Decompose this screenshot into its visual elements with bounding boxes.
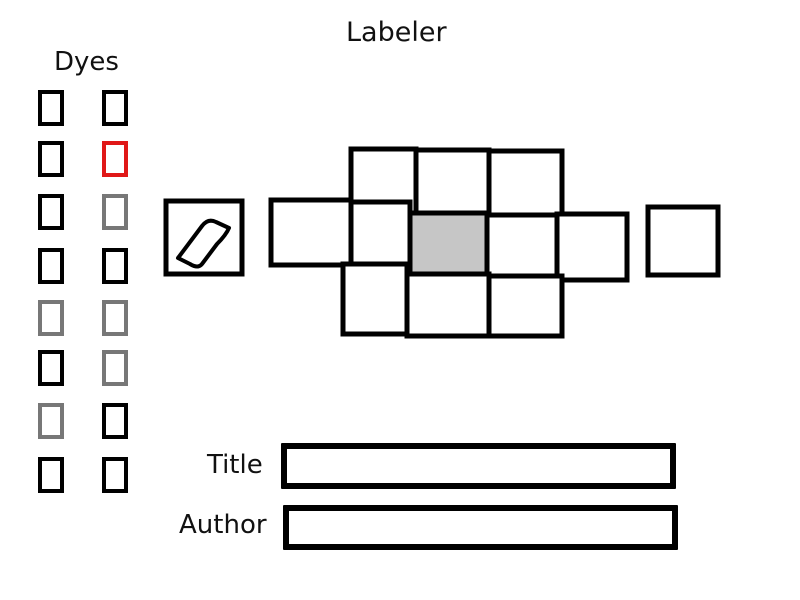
dye-slot-6[interactable] [102,194,128,230]
grid-cell-top-right[interactable] [486,148,565,218]
title-label: Title [207,450,263,480]
author-input[interactable] [283,505,678,550]
label-grid [268,146,630,339]
dye-slot-7[interactable] [38,248,64,284]
crafting-area [163,146,721,339]
grid-cell-top-center[interactable] [413,147,492,217]
dye-slot-4[interactable] [102,141,128,177]
label-item-icon [176,218,231,269]
grid-cell-far-right[interactable] [554,211,630,283]
dye-slot-16[interactable] [102,457,128,493]
dyes-heading: Dyes [54,47,119,77]
dye-slot-10[interactable] [102,300,128,336]
grid-cell-far-left[interactable] [268,197,354,268]
grid-cell-bottom-left[interactable] [340,261,410,337]
author-label: Author [179,510,267,540]
dye-slot-5[interactable] [38,194,64,230]
dye-slot-11[interactable] [38,350,64,386]
dye-slot-3[interactable] [38,141,64,177]
dye-slot-8[interactable] [102,248,128,284]
output-slot[interactable] [645,204,721,278]
dye-slot-1[interactable] [38,90,64,126]
input-item-slot[interactable] [163,198,245,277]
dye-slot-grid [36,90,146,502]
dye-slot-15[interactable] [38,457,64,493]
window-title: Labeler [346,17,447,48]
grid-cell-bottom-right[interactable] [486,273,565,339]
dye-slot-12[interactable] [102,350,128,386]
grid-cell-middle-right[interactable] [484,212,560,280]
title-input[interactable] [281,443,676,489]
dye-slot-2[interactable] [102,90,128,126]
grid-cell-center[interactable] [407,210,490,280]
dye-slot-14[interactable] [102,403,128,439]
grid-cell-bottom-center[interactable] [404,271,492,339]
grid-cell-middle-left[interactable] [348,199,413,269]
dye-slot-9[interactable] [38,300,64,336]
dye-slot-13[interactable] [38,403,64,439]
